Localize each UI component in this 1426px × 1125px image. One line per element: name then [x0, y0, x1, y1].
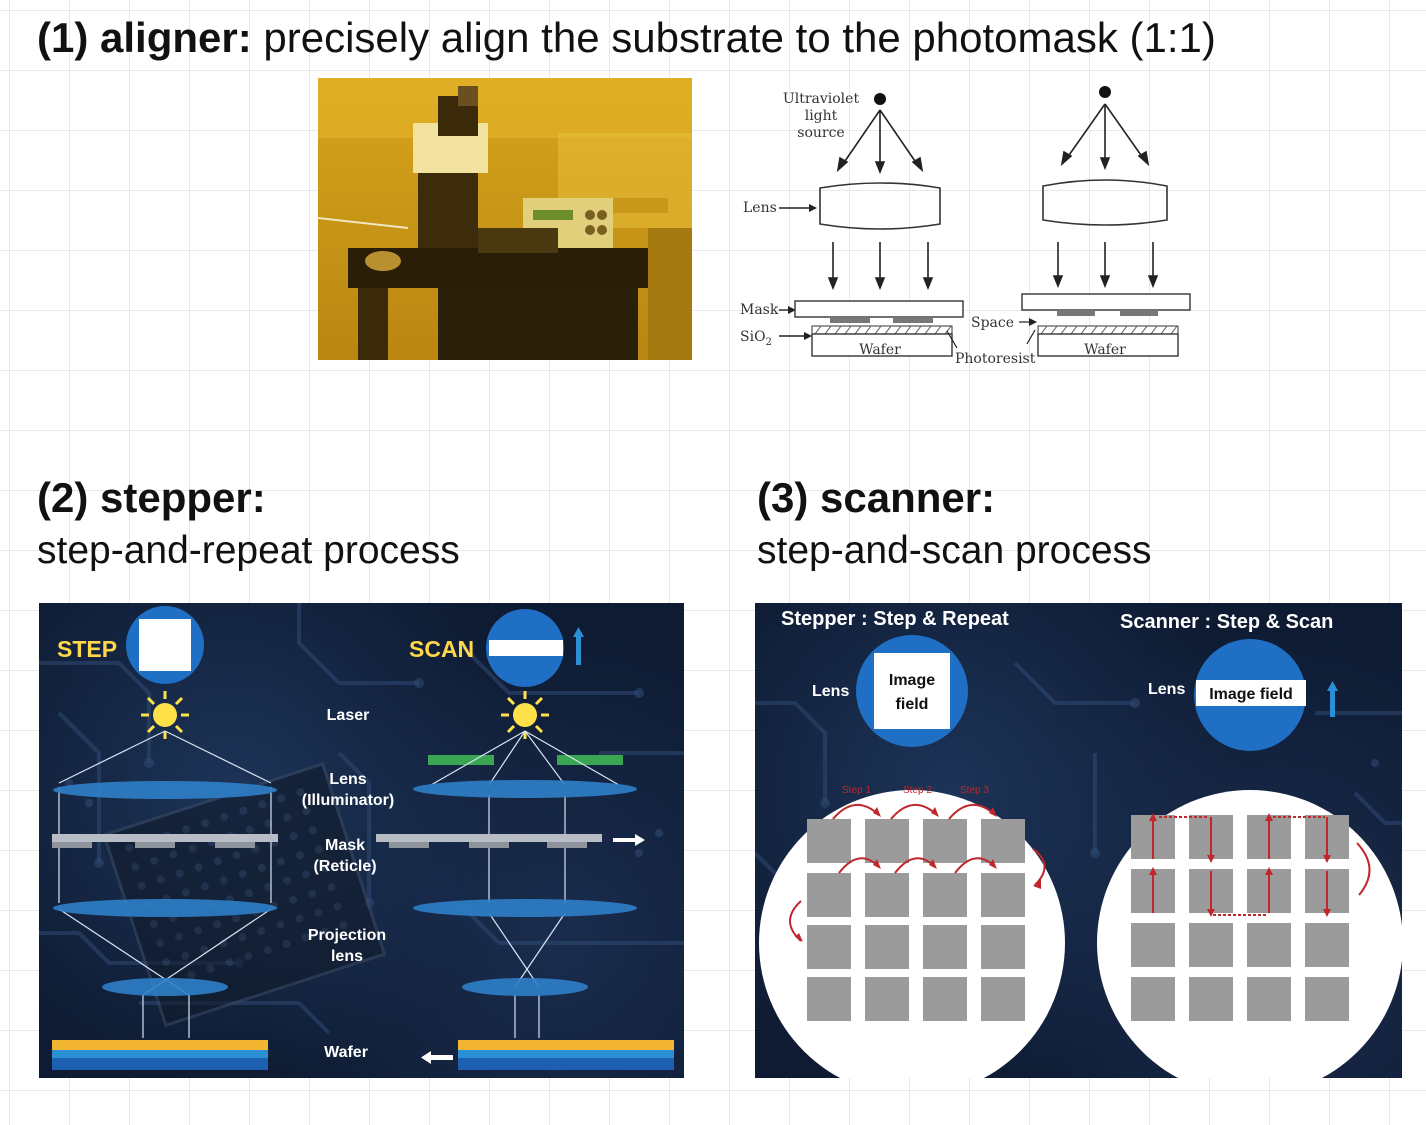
- wafer-label: Wafer: [324, 1044, 368, 1061]
- scanner-wafer-panel: Stepper : Step & Repeat Scanner : Step &…: [755, 603, 1402, 1078]
- section-1-description: precisely align the substrate to the pho…: [263, 14, 1216, 61]
- step2-label: Step 2: [903, 785, 932, 796]
- sun-icon-scan: [501, 691, 549, 739]
- aligner-photo: [317, 78, 692, 360]
- section-2-number: (2) stepper:: [37, 474, 266, 521]
- wafer-label-left: Wafer: [859, 342, 901, 358]
- stepper-optics-panel: STEP Laser Lens: [39, 603, 684, 1078]
- laser-label: Laser: [327, 707, 370, 724]
- step1-label: Step 1: [842, 785, 871, 796]
- section-3-description: step-and-scan process: [757, 529, 1152, 572]
- sio2-label: SiO2: [740, 329, 772, 348]
- uv-label-line2: light: [805, 108, 838, 124]
- space-label: Space: [971, 315, 1014, 331]
- image-field-scanner: Image field: [1209, 686, 1293, 703]
- stepper-title: Stepper : Step & Repeat: [781, 608, 1009, 630]
- image-field-line2: field: [896, 696, 929, 713]
- aligner-diagram: Ultraviolet light source Lens Mask SiO2: [735, 82, 1205, 372]
- uv-label-line3: source: [797, 125, 844, 141]
- lens-illuminator-label-line1: Lens: [329, 771, 366, 788]
- scan-label: SCAN: [409, 636, 474, 662]
- lens-label-scanner: Lens: [1148, 681, 1185, 698]
- section-1-number: (1) aligner:: [37, 14, 252, 61]
- projection-lens-label-line1: Projection: [308, 927, 386, 944]
- uv-label-line1: Ultraviolet: [783, 91, 860, 107]
- sun-icon-step: [141, 691, 189, 739]
- section-1-heading: (1) aligner: precisely align the substra…: [37, 14, 1216, 62]
- lens-label-stepper: Lens: [812, 683, 849, 700]
- projection-lens-label-line2: lens: [331, 948, 363, 965]
- scanner-title: Scanner : Step & Scan: [1120, 611, 1333, 633]
- section-2-heading: (2) stepper:: [37, 474, 266, 522]
- section-3-number: (3) scanner:: [757, 474, 996, 521]
- lens-label: Lens: [743, 200, 777, 216]
- wafer-label-right: Wafer: [1084, 342, 1126, 358]
- section-3-heading: (3) scanner:: [757, 474, 995, 522]
- mask-reticle-label-line1: Mask: [325, 837, 365, 854]
- photoresist-label: Photoresist: [955, 351, 1036, 367]
- step-label: STEP: [57, 636, 117, 662]
- mask-reticle-label-line2: (Reticle): [313, 858, 376, 875]
- step3-label: Step 3: [960, 785, 989, 796]
- image-field-line1: Image: [889, 672, 935, 689]
- section-2-description: step-and-repeat process: [37, 529, 460, 572]
- lens-illuminator-label-line2: (Illuminator): [302, 792, 394, 809]
- stepper-die-grid: [807, 819, 1025, 1021]
- mask-label: Mask: [740, 302, 779, 318]
- scanner-path-arrows: [1152, 816, 1371, 916]
